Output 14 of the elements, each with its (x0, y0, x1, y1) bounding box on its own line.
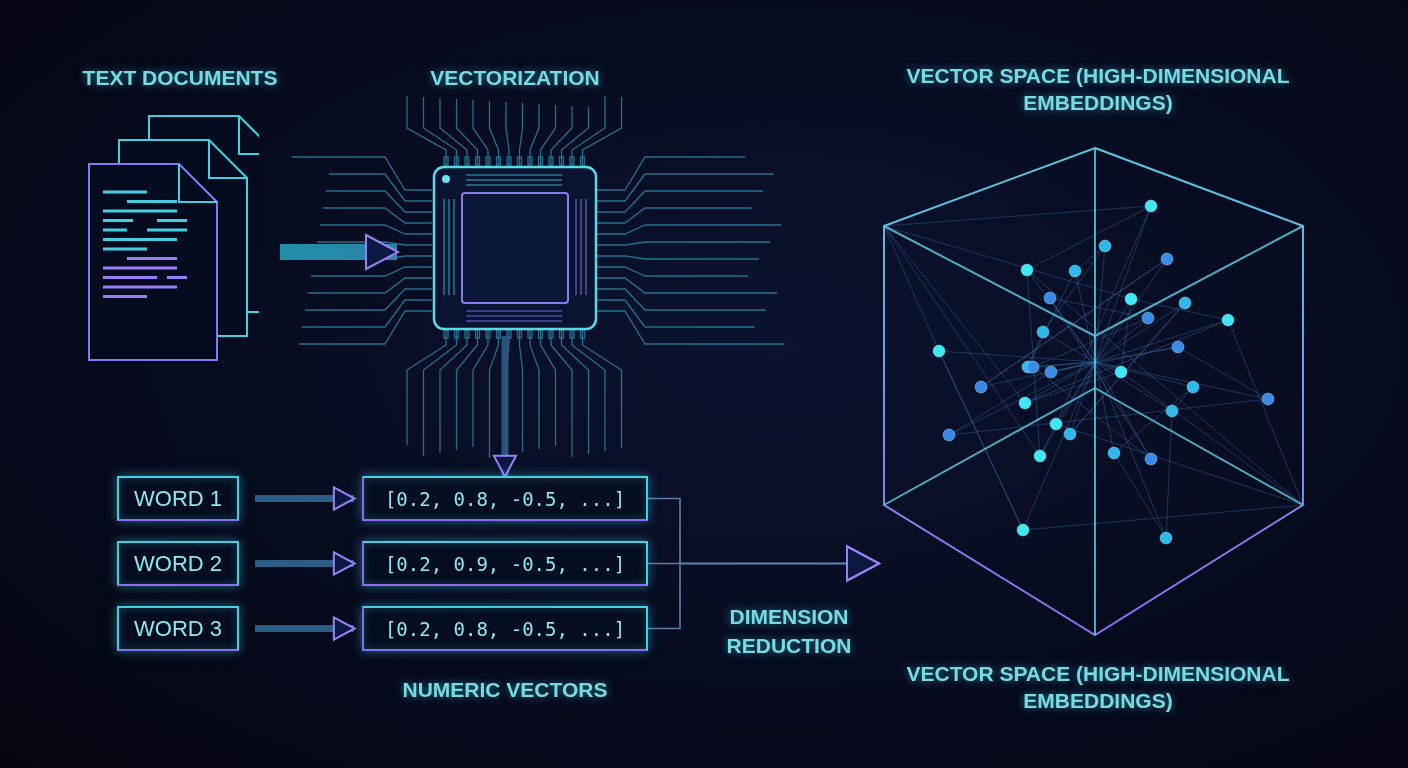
heading: VECTORIZATION (429, 65, 601, 91)
vector-box: [0.2, 0.9, -0.5, ...] (362, 541, 648, 586)
arrow (492, 336, 518, 478)
word-box: WORD 1 (117, 476, 239, 521)
word-box: WORD 3 (117, 606, 239, 651)
heading: VECTOR SPACE (HIGH-DIMENSIONAL EMBEDDINGS) (905, 661, 1291, 714)
heading: VECTOR SPACE (HIGH-DIMENSIONAL EMBEDDINGS) (905, 63, 1291, 116)
edge-label: DIMENSION REDUCTION (725, 603, 853, 659)
vector-box: [0.2, 0.8, -0.5, ...] (362, 476, 648, 521)
word-box: WORD 2 (117, 541, 239, 586)
heading: TEXT DOCUMENTS (81, 65, 279, 91)
arrow (647, 545, 880, 630)
section-label: NUMERIC VECTORS (401, 677, 609, 703)
vector-box: [0.2, 0.8, -0.5, ...] (362, 606, 648, 651)
